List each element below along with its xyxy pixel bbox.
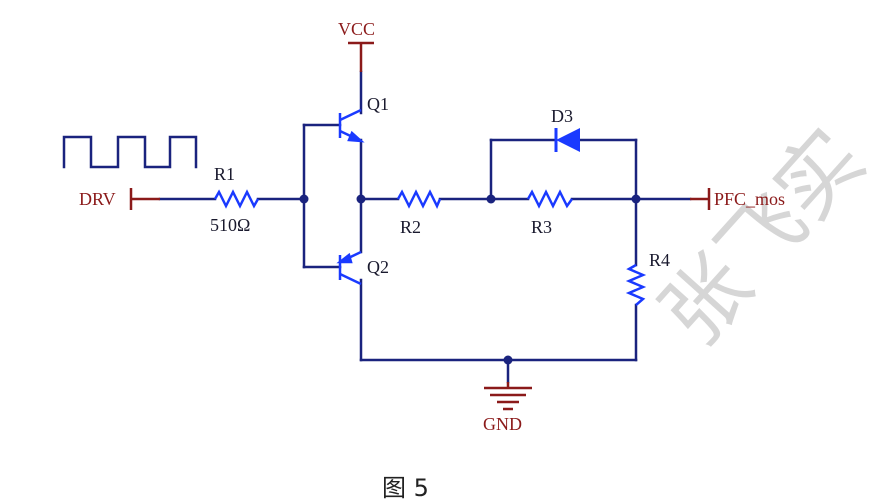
ports: [129, 41, 711, 210]
figure-caption: 图 5: [382, 474, 429, 502]
r4-label: R4: [649, 250, 670, 270]
q2-label: Q2: [367, 257, 389, 277]
diode-icon: [554, 128, 580, 152]
r3-label: R3: [531, 217, 552, 237]
labels: VCC Q1 Q2 DRV R1 510Ω R2 R3 R4 D3 PFC_mo…: [79, 19, 785, 434]
square-wave-icon: [62, 135, 198, 169]
resistor-r2: [396, 189, 442, 209]
resistor-r1: [213, 189, 260, 209]
d3-label: D3: [551, 106, 573, 126]
resistor-r4: [625, 263, 647, 306]
resistor-r3: [526, 189, 574, 209]
r1-label: R1: [214, 164, 235, 184]
r2-label: R2: [400, 217, 421, 237]
resistors: [213, 189, 647, 306]
drv-label: DRV: [79, 189, 116, 209]
watermark-text: 张飞实: [642, 111, 883, 364]
pfc-label: PFC_mos: [714, 189, 785, 209]
q1-label: Q1: [367, 94, 389, 114]
r1-value: 510Ω: [210, 215, 250, 235]
ground-icon: [484, 382, 532, 411]
junctions: [299, 194, 641, 365]
transistor-q1: [338, 108, 365, 143]
wires: [62, 70, 692, 384]
gnd-label: GND: [483, 414, 522, 434]
vcc-label: VCC: [338, 19, 375, 39]
watermark: 张飞实: [642, 111, 883, 364]
transistor-q2: [336, 250, 362, 286]
